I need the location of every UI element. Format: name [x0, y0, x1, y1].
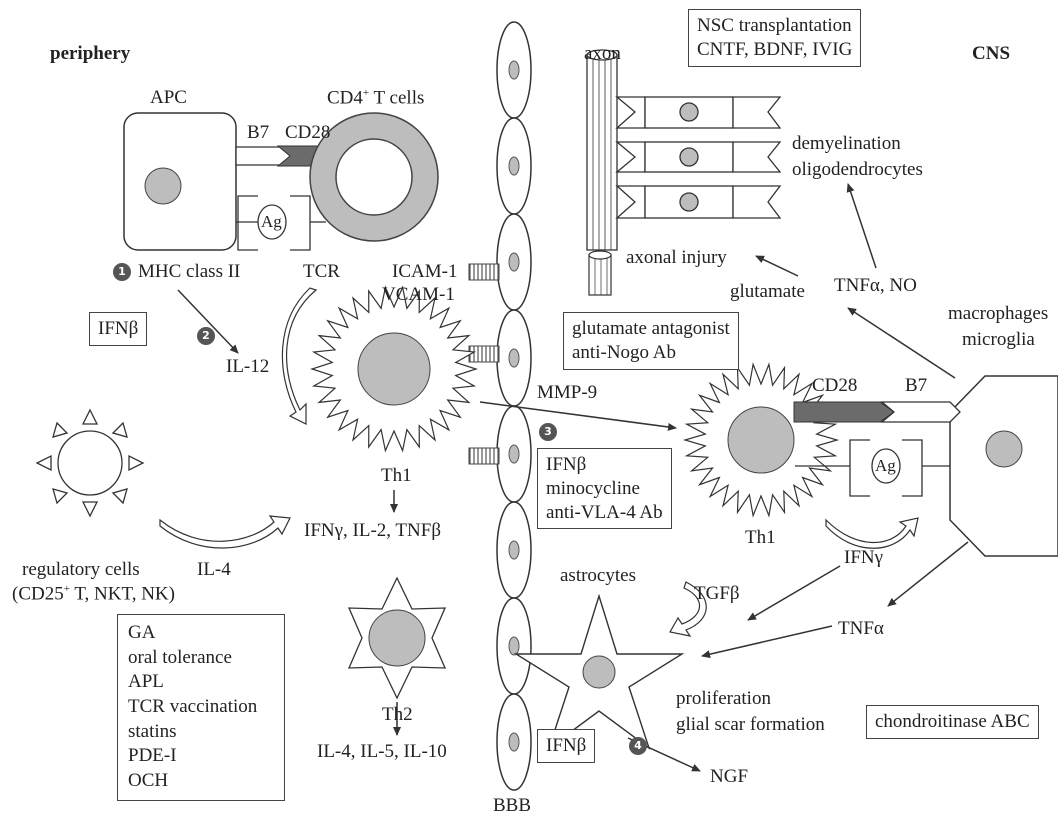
- apc-label: APC: [150, 88, 187, 107]
- mhc-class-ii-label: MHC class II: [138, 262, 240, 281]
- macrophages-label: macrophages: [948, 304, 1048, 323]
- regulatory-cell: [37, 410, 143, 516]
- bbb-label: BBB: [493, 796, 531, 815]
- periphery-label: periphery: [50, 44, 130, 63]
- glutamate-antagonist-box: glutamate antagonist anti-Nogo Ab: [563, 312, 739, 370]
- step-marker-3: 3: [539, 423, 557, 441]
- vcam-label: VCAM-1: [382, 285, 455, 304]
- step-marker-1: 1: [113, 263, 131, 281]
- glial-scar-label: glial scar formation: [676, 715, 825, 734]
- chondroitinase-box: chondroitinase ABC: [866, 705, 1039, 739]
- il12-label: IL-12: [226, 357, 269, 376]
- step-marker-2: 2: [197, 327, 215, 345]
- th1-products-label: IFNγ, IL-2, TNFβ: [304, 521, 441, 540]
- th1-nucleus-right: [728, 407, 794, 473]
- cns-label: CNS: [972, 44, 1010, 63]
- astrocytes-label: astrocytes: [560, 566, 636, 585]
- th1-label-left: Th1: [381, 466, 412, 485]
- th1-label-right: Th1: [745, 528, 776, 547]
- ifng-label-right: IFNγ: [844, 548, 883, 567]
- ifnb-box-bottom: IFNβ: [537, 729, 595, 763]
- arrow-ifng-to-astrocyte: [748, 566, 840, 620]
- glutamate-label: glutamate: [730, 282, 805, 301]
- th2-cell: [349, 578, 445, 698]
- tnf-no-label: TNFα, NO: [834, 276, 917, 295]
- axon-label: axon: [584, 44, 621, 63]
- th2-label: Th2: [382, 705, 413, 724]
- ag-label-right: Ag: [875, 457, 896, 474]
- il4-label: IL-4: [197, 560, 231, 579]
- step-marker-4: 4: [629, 737, 647, 755]
- regulatory-cells-subtypes: (CD25+ T, NKT, NK): [12, 584, 175, 603]
- arrow-macrophage-to-tnf: [848, 308, 955, 378]
- curved-arrow-ifng-right: [826, 518, 918, 548]
- icam-label: ICAM-1: [392, 262, 457, 281]
- axon-myelin: [587, 50, 780, 250]
- cd28-receptor-right: [794, 402, 894, 422]
- therapies-box: GA oral tolerance APL TCR vaccination st…: [117, 614, 285, 801]
- arrow-macrophage-to-tnfa: [888, 542, 968, 606]
- ifnb-box-left: IFNβ: [89, 312, 147, 346]
- cd28-label-right: CD28: [812, 376, 857, 395]
- tnfa-label: TNFα: [838, 619, 884, 638]
- cd28-label-left: CD28: [285, 123, 330, 142]
- apc-cell: [124, 113, 236, 250]
- injured-axon: [589, 251, 611, 295]
- tcr-label-left: TCR: [303, 262, 340, 281]
- astrocyte: [516, 596, 682, 748]
- proliferation-label: proliferation: [676, 689, 771, 708]
- mmp9-label: MMP-9: [537, 383, 597, 402]
- b7-label-left: B7: [247, 123, 269, 142]
- curved-arrow-il4: [160, 516, 290, 548]
- cd4-t-cells-label: CD4+ T cells: [327, 88, 424, 107]
- th1-nucleus-left: [358, 333, 430, 405]
- b7-label-right: B7: [905, 376, 927, 395]
- tgfb-label: TGFβ: [694, 584, 740, 603]
- ngf-label: NGF: [710, 767, 748, 786]
- adhesion-molecules: [469, 264, 499, 464]
- nsc-transplantation-box: NSC transplantation CNTF, BDNF, IVIG: [688, 9, 861, 67]
- oligodendrocytes-label: oligodendrocytes: [792, 160, 923, 179]
- arrow-to-axonal-injury: [756, 256, 798, 276]
- demyelination-label: demyelination: [792, 134, 901, 153]
- th2-products-label: IL-4, IL-5, IL-10: [317, 742, 447, 761]
- macrophage-microglia: [950, 376, 1058, 556]
- microglia-label: microglia: [962, 330, 1035, 349]
- arrow-to-demyelination: [848, 184, 876, 268]
- ifnb-minocycline-box: IFNβ minocycline anti-VLA-4 Ab: [537, 448, 672, 529]
- axonal-injury-label: axonal injury: [626, 248, 727, 267]
- b7-receptor-right: [882, 402, 960, 422]
- ag-label-left: Ag: [261, 213, 282, 230]
- arrow-tnfa-to-astrocyte: [702, 626, 832, 656]
- regulatory-cells-label: regulatory cells: [22, 560, 140, 579]
- curved-arrow-tcr: [282, 288, 316, 424]
